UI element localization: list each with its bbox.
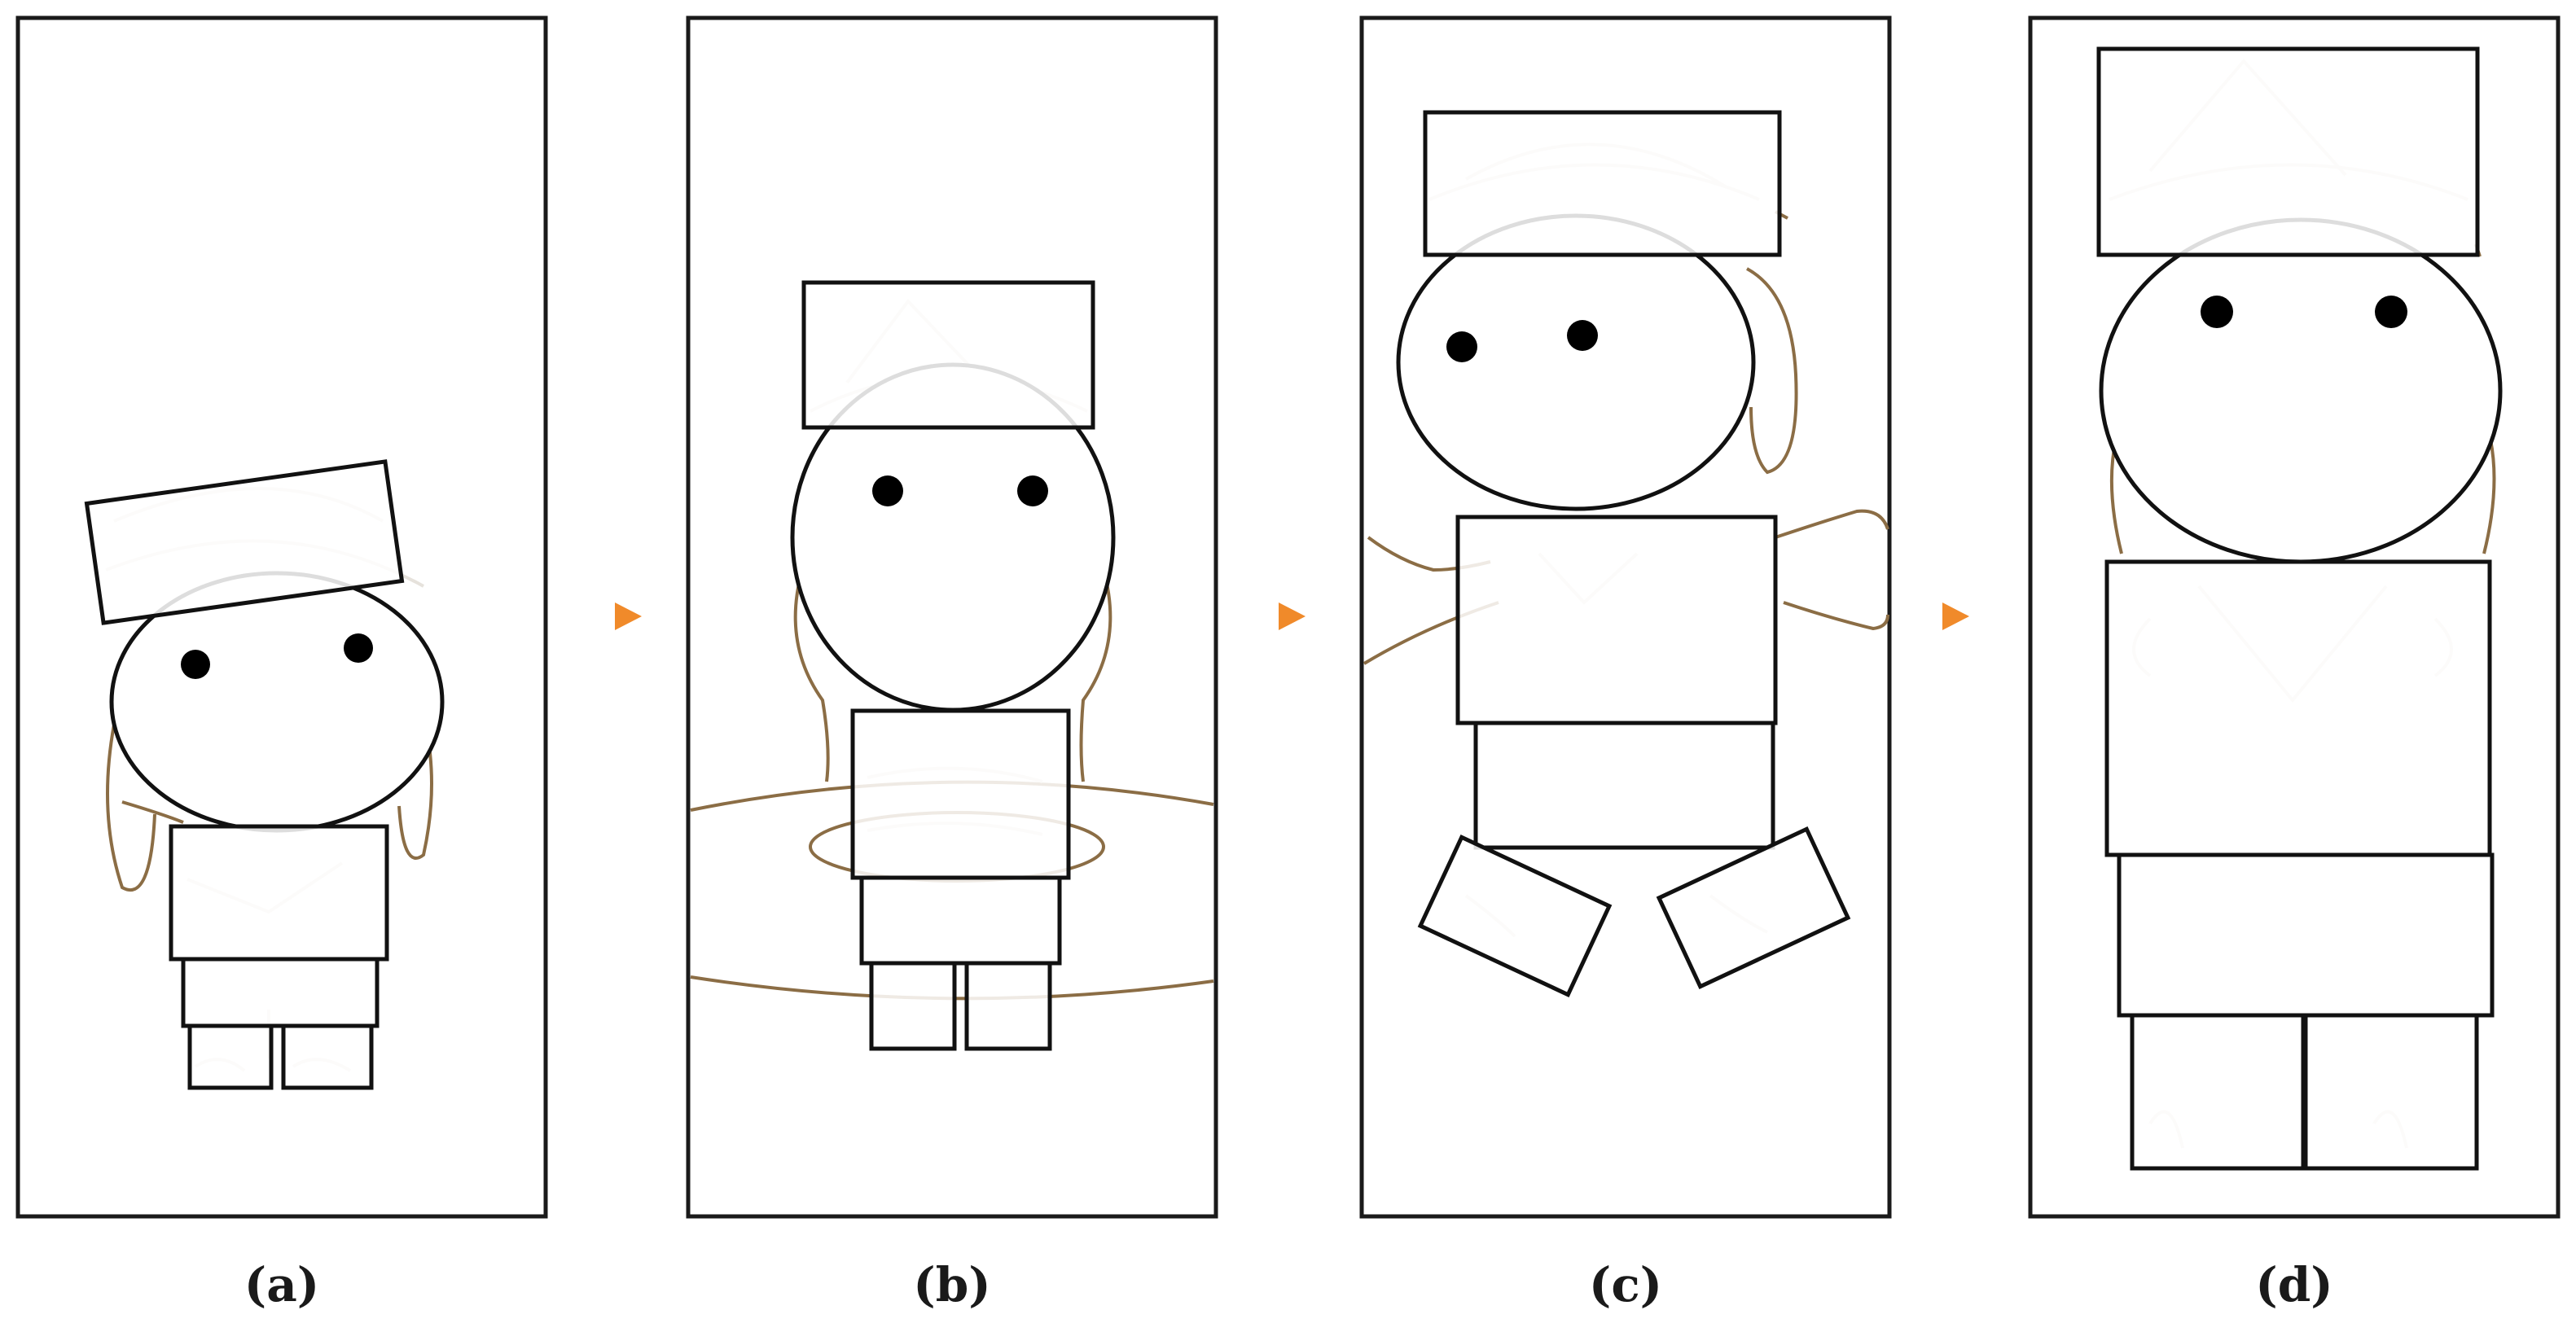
panel-c-right-foot-box (1656, 826, 1851, 989)
panel-b-right-eye (1017, 475, 1048, 506)
caption-d: (d) (2255, 1257, 2332, 1312)
panel-b-left-eye (872, 475, 903, 506)
panel-b-hat-box (801, 280, 1095, 430)
panel-b (686, 15, 1218, 1219)
panel-a-left-foot-box (187, 1023, 274, 1090)
panel-d-hat-box (2096, 46, 2480, 257)
caption-a: (a) (244, 1257, 319, 1312)
arrow-right-icon (1279, 602, 1306, 630)
panel-d-torso-box (2104, 559, 2492, 857)
panel-c (1359, 15, 1892, 1219)
panel-c-right-eye (1567, 320, 1598, 351)
panel-c-head-ellipse (1396, 213, 1756, 511)
panel-a (15, 15, 548, 1219)
panel-b-right-foot-box (964, 961, 1052, 1051)
arrow-right-icon (615, 602, 642, 630)
panel-c-torso-box (1455, 515, 1778, 725)
panel-d-head-ellipse (2099, 217, 2503, 564)
panel-a-hips-box (181, 957, 380, 1028)
panel-c-left-foot-box (1417, 835, 1613, 997)
panel-d-left-foot-box (2130, 1013, 2306, 1171)
panel-a-torso-box (169, 824, 389, 962)
panel-d-right-foot-box (2303, 1013, 2479, 1171)
arrow-right-icon (1942, 602, 1969, 630)
panel-a-hat-box (84, 459, 405, 625)
panel-a-left-eye (181, 650, 210, 679)
panel-b-hips-box (859, 875, 1062, 966)
caption-c: (c) (1589, 1257, 1662, 1312)
panel-b-hair-sketch (793, 569, 1112, 782)
panel-a-right-eye (344, 633, 373, 663)
panel-d-right-eye (2375, 296, 2407, 328)
panel-c-hat-box (1423, 110, 1782, 257)
caption-b: (b) (913, 1257, 990, 1312)
panel-d (2028, 15, 2561, 1219)
panel-d-hips-box (2117, 852, 2495, 1018)
panel-c-hips-box (1473, 721, 1775, 850)
panel-b-torso-box (850, 708, 1071, 880)
panel-d-left-eye (2201, 296, 2233, 328)
panel-c-left-eye (1446, 331, 1477, 362)
panel-a-right-foot-box (281, 1023, 374, 1090)
panel-b-left-foot-box (869, 961, 957, 1051)
